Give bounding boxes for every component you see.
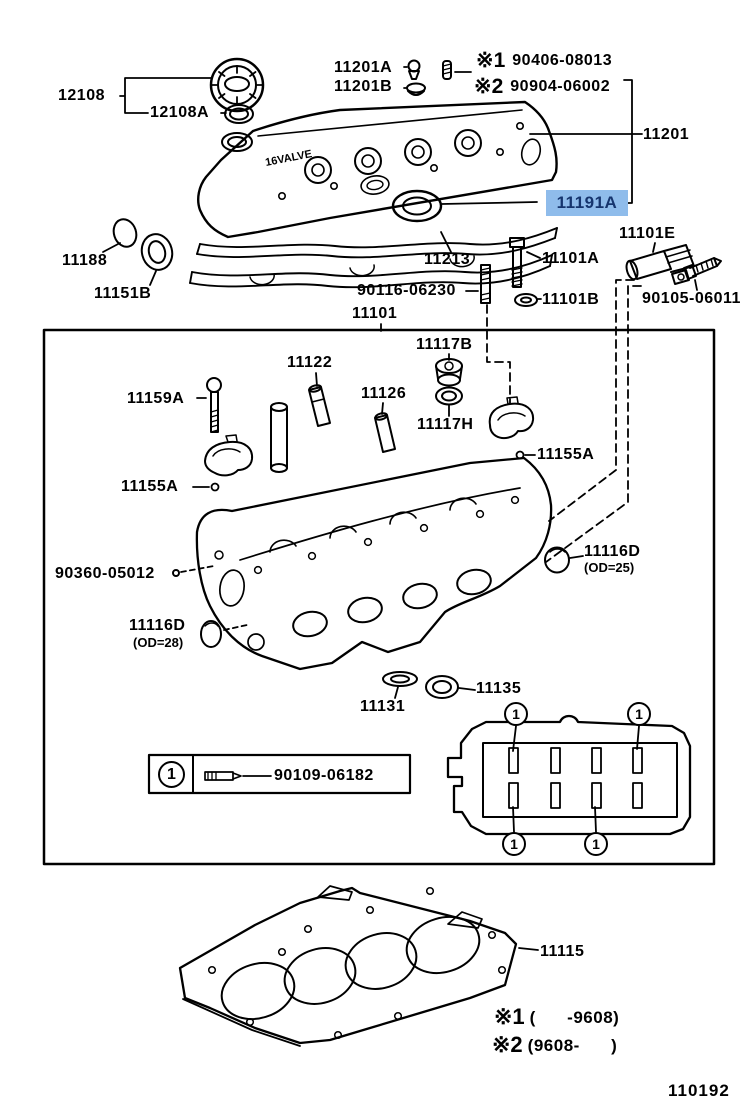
guide-tube-drawing (270, 402, 288, 473)
cap-gasket-drawing (224, 104, 254, 124)
part-label-11115: 11115 (540, 943, 585, 960)
part-label-11188: 11188 (62, 252, 108, 269)
head-plug-od25-drawing (544, 546, 570, 574)
part-label-11126: 11126 (361, 385, 407, 402)
part-label-11201A: 11201A (334, 59, 393, 76)
part-label-11213: 11213 (424, 251, 471, 268)
bearing-cap-drawing (204, 434, 254, 477)
part-label-11101B: 11101B (542, 291, 600, 308)
part-label-11101A: 11101A (542, 250, 600, 267)
exhaust-guide-drawing (374, 412, 396, 453)
part-label-11191A-highlighted[interactable]: 11191A (546, 190, 628, 216)
ref1-mark: ※1 (476, 49, 506, 72)
note1-mark: ※1 (494, 1004, 525, 1029)
emblem-oval (360, 175, 390, 195)
ref1-part-number: 90406-08013 (512, 51, 613, 69)
gasket-plan-drawing (446, 714, 692, 836)
valve-guide-drawing (308, 384, 331, 427)
ref2-part-number: 90904-06002 (510, 77, 611, 95)
head-plug-od28-drawing (200, 620, 222, 648)
part-label-11201B: 11201B (334, 78, 393, 95)
spring-seat-drawing (435, 386, 463, 406)
part-label-11116D-od25-note: (OD=25) (584, 560, 635, 575)
callout-1-bottom-mid: 1 (584, 832, 608, 856)
note2-mark: ※2 (492, 1032, 523, 1057)
seal-washer-icon (406, 82, 426, 96)
cap-bolt-drawing (206, 377, 222, 433)
part-label-11101E: 11101E (619, 225, 676, 242)
part-label-90116-06230: 90116-06230 (357, 282, 456, 299)
semicircular-plug-drawing (112, 218, 138, 248)
oil-seal-drawing (140, 233, 174, 271)
head-bolt-drawing (509, 237, 525, 288)
stud-bolt-icon (442, 60, 452, 80)
part-label-11155A-left: 11155A (121, 478, 179, 495)
screw-plug-icon (172, 569, 180, 577)
part-label-90360-05012: 90360-05012 (55, 565, 155, 582)
bearing-cap-drawing-2 (488, 396, 535, 440)
cylinder-head-drawing (195, 456, 553, 671)
ref-part-2: ※2 90904-06002 (474, 76, 610, 97)
part-label-90105-06011: 90105-06011 (642, 290, 741, 307)
note2-text: (9608- ) (527, 1035, 618, 1055)
part-label-11116D-od28-note: (OD=28) (133, 635, 184, 650)
part-label-11131: 11131 (360, 698, 406, 715)
part-label-11155A-right: 11155A (537, 446, 595, 463)
sensor-bolt-drawing (683, 257, 722, 280)
callout-1-bottom-left: 1 (502, 832, 526, 856)
grommet-icon (407, 59, 421, 80)
part-label-12108A: 12108A (150, 104, 210, 121)
valve-cover-drawing: 16VALVE (197, 100, 558, 239)
figure-number: 110192 (668, 1081, 730, 1100)
legend-part-number: 90109-06182 (274, 767, 374, 784)
part-label-11159A: 11159A (127, 390, 185, 407)
head-gasket-drawing (178, 885, 518, 1047)
ring-seal-drawing (425, 675, 459, 699)
part-label-11201: 11201 (643, 126, 690, 143)
part-label-11117H: 11117H (417, 416, 474, 433)
leader-lines (102, 66, 698, 951)
cam-seal-drawing (391, 189, 443, 223)
ref-part-1: ※1 90406-08013 (476, 50, 612, 71)
part-label-11135: 11135 (476, 680, 522, 697)
valve-cap-drawing (435, 358, 463, 387)
part-label-11117B: 11117B (416, 336, 473, 353)
part-label-11122: 11122 (287, 354, 333, 371)
legend-box-drawing (147, 753, 412, 795)
callout-1-top-right: 1 (627, 702, 651, 726)
part-label-12108: 12108 (58, 87, 105, 104)
diagram-box (42, 328, 716, 866)
stud-bolt-drawing (480, 264, 491, 304)
callout-1-top-left: 1 (504, 702, 528, 726)
part-label-11151B: 11151B (94, 285, 152, 302)
bolt-washer-drawing (514, 293, 538, 307)
note-ref2: ※2 (9608- ) (492, 1034, 617, 1056)
filler-neck-drawing (221, 132, 253, 152)
note1-text: ( -9608) (529, 1007, 620, 1027)
oil-filler-cap-drawing (209, 57, 265, 113)
legend-callout-1: 1 (158, 761, 185, 788)
cover-gasket-drawing (189, 227, 558, 289)
part-label-11116D-od25: 11116D (584, 543, 641, 560)
note-ref1: ※1 ( -9608) (494, 1006, 619, 1028)
part-label-11116D-od28: 11116D (129, 617, 186, 634)
dashed-leader-lines (180, 279, 642, 631)
washer-drawing (382, 671, 418, 687)
part-label-11101: 11101 (352, 305, 398, 322)
cam-sensor-drawing (625, 244, 695, 285)
ref2-mark: ※2 (474, 75, 504, 98)
